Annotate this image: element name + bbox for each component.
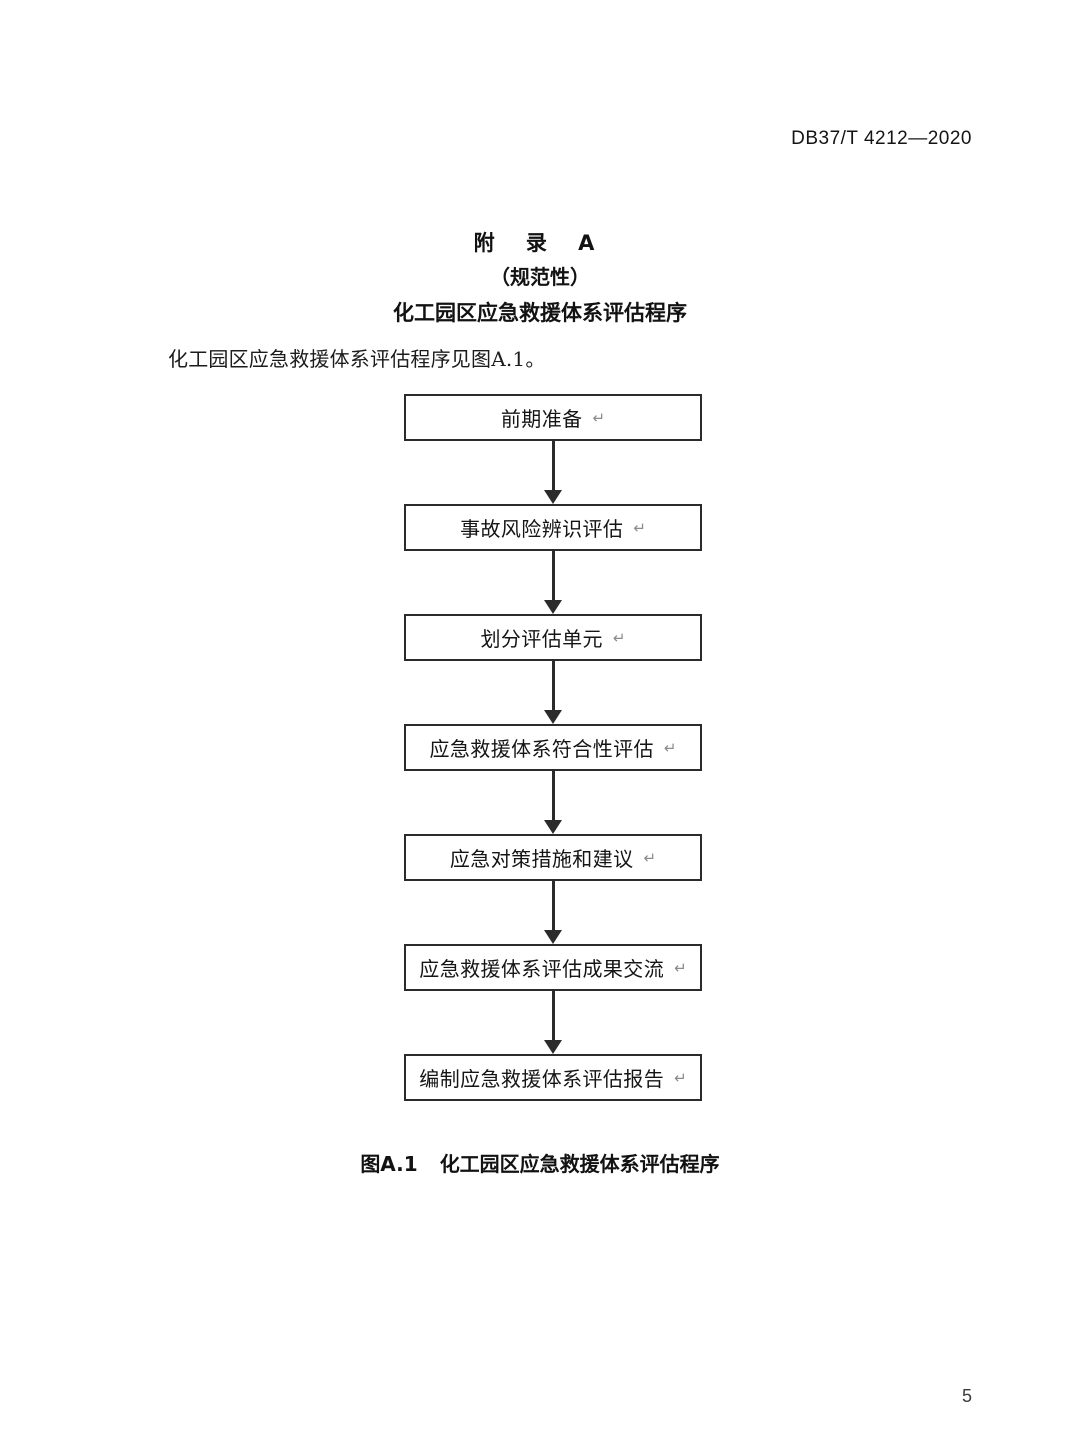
flow-node: 应急救援体系评估成果交流 ↵ <box>404 944 702 991</box>
return-symbol-icon: ↵ <box>592 408 606 427</box>
standard-number-header: DB37/T 4212—2020 <box>791 128 972 149</box>
flow-node: 前期准备 ↵ <box>404 394 702 441</box>
figure-caption: 图A.1 化工园区应急救援体系评估程序 <box>0 1148 1080 1177</box>
arrow-head-icon <box>544 490 562 504</box>
page-number: 5 <box>961 1386 972 1406</box>
arrow-head-icon <box>544 710 562 724</box>
flow-node: 事故风险辨识评估 ↵ <box>404 504 702 551</box>
arrow-line <box>552 551 555 603</box>
flow-node: 编制应急救援体系评估报告 ↵ <box>404 1054 702 1101</box>
flow-node-label: 事故风险辨识评估 <box>460 517 624 541</box>
flow-node: 划分评估单元 ↵ <box>404 614 702 661</box>
return-symbol-icon: ↵ <box>663 738 677 757</box>
flow-arrow-connector <box>404 771 702 834</box>
arrow-head-icon <box>544 1040 562 1054</box>
flow-arrow-connector <box>404 991 702 1054</box>
arrow-head-icon <box>544 600 562 614</box>
flow-node-label: 应急对策措施和建议 <box>449 847 634 871</box>
flow-node-label: 划分评估单元 <box>480 627 603 651</box>
flow-arrow-connector <box>404 661 702 724</box>
return-symbol-icon: ↵ <box>612 628 626 647</box>
arrow-head-icon <box>544 930 562 944</box>
annex-label: 附 录 A <box>473 231 607 255</box>
arrow-line <box>552 771 555 823</box>
arrow-line <box>552 441 555 493</box>
flow-node: 应急对策措施和建议 ↵ <box>404 834 702 881</box>
annex-kind: （规范性） <box>490 265 590 289</box>
arrow-line <box>552 881 555 933</box>
annex-title-block: 附 录 A （规范性） 化工园区应急救援体系评估程序 <box>0 228 1080 330</box>
return-symbol-icon: ↵ <box>674 1068 687 1087</box>
return-symbol-icon: ↵ <box>674 958 687 977</box>
body-paragraph: 化工园区应急救援体系评估程序见图A.1。 <box>168 347 546 371</box>
flow-node-label: 应急救援体系评估成果交流 <box>419 957 665 981</box>
flow-node-label: 编制应急救援体系评估报告 <box>419 1067 665 1091</box>
flow-arrow-connector <box>404 441 702 504</box>
arrow-line <box>552 661 555 713</box>
flow-node-label: 应急救援体系符合性评估 <box>429 737 654 761</box>
figure-caption-number: 图A.1 <box>360 1152 418 1176</box>
return-symbol-icon: ↵ <box>643 848 657 867</box>
arrow-line <box>552 991 555 1043</box>
flow-arrow-connector <box>404 881 702 944</box>
figure-caption-title: 化工园区应急救援体系评估程序 <box>439 1152 720 1176</box>
flow-arrow-connector <box>404 551 702 614</box>
arrow-head-icon <box>544 820 562 834</box>
flow-node-label: 前期准备 <box>500 407 583 431</box>
assessment-procedure-flowchart: 前期准备↵事故风险辨识评估↵划分评估单元↵应急救援体系符合性评估↵应急对策措施和… <box>404 394 704 1101</box>
flow-node: 应急救援体系符合性评估 ↵ <box>404 724 702 771</box>
annex-name: 化工园区应急救援体系评估程序 <box>393 301 687 325</box>
return-symbol-icon: ↵ <box>633 518 646 537</box>
